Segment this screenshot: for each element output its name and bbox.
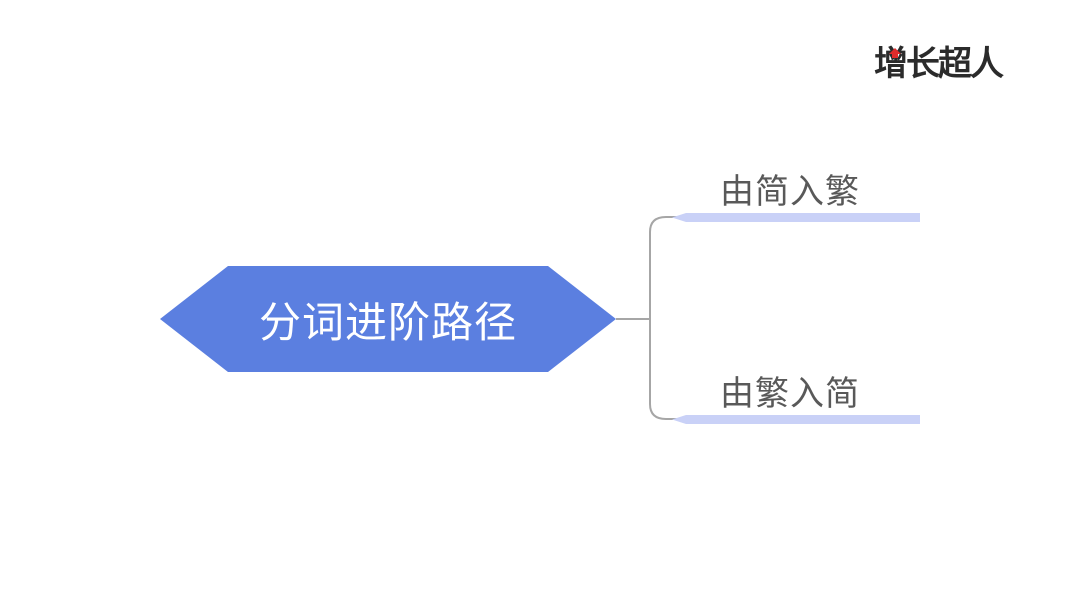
logo-roof-icon [889, 48, 901, 58]
brand-logo: 增长超人 [874, 42, 1039, 86]
branch-2-underline [672, 415, 920, 424]
root-node-shape [160, 266, 616, 372]
branch-1-underline [672, 213, 920, 222]
branch-2-connector [649, 319, 680, 420]
branch-node-2[interactable]: 由繁入简 [720, 366, 920, 415]
root-node[interactable]: 分词进阶路径 [160, 266, 616, 372]
branch-node-2-label: 由繁入简 [720, 374, 860, 414]
branch-node-1-label: 由简入繁 [720, 172, 860, 212]
branch-1-connector [649, 216, 680, 319]
root-node-label: 分词进阶路径 [258, 297, 517, 347]
branch-node-1[interactable]: 由简入繁 [720, 164, 920, 213]
